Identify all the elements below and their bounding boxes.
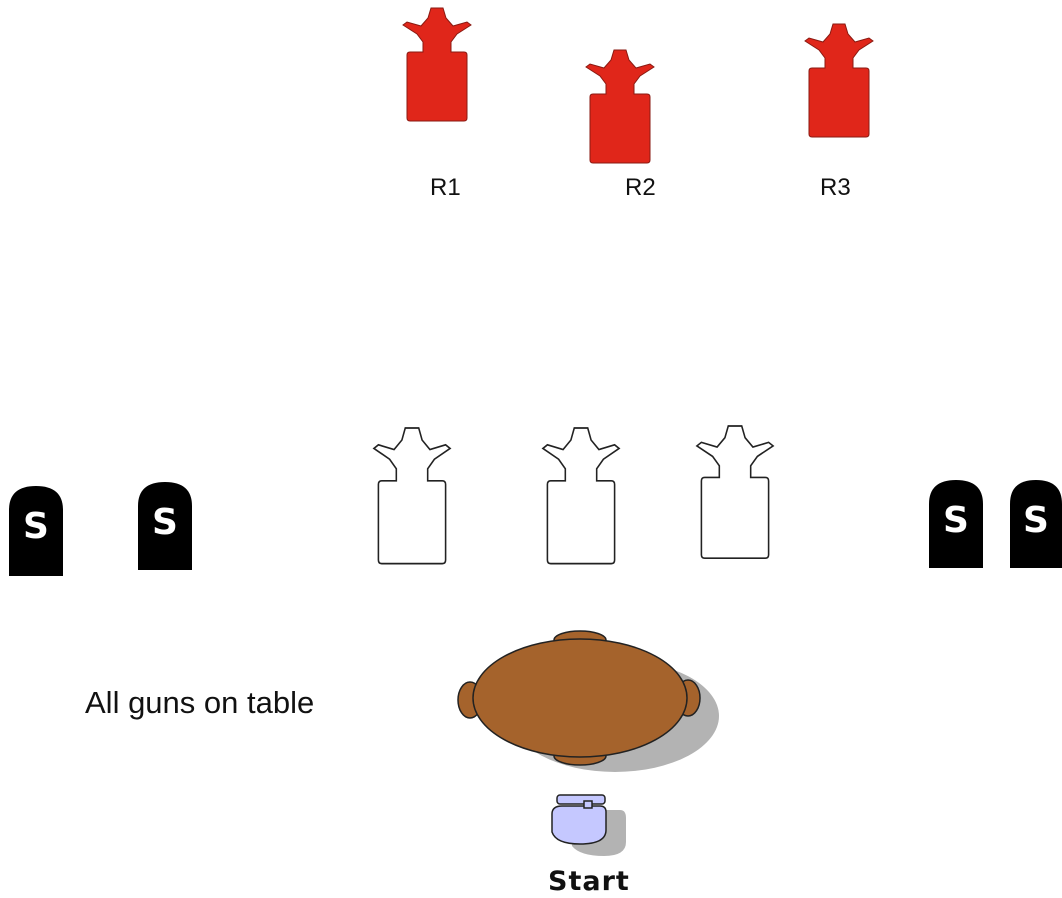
table-top (472, 638, 688, 758)
no-shoot-target-4: S (1010, 480, 1062, 568)
target-label-r2: R2 (625, 174, 656, 201)
target-label-r3: R3 (820, 174, 851, 201)
no-shoot-glyph: S (152, 502, 178, 543)
no-shoot-glyph: S (943, 500, 969, 541)
table-note: All guns on table (85, 685, 315, 720)
round-table-icon (457, 630, 719, 772)
no-shoot-target-3: S (929, 480, 983, 568)
white-target-2 (542, 427, 620, 565)
white-target-1 (373, 427, 451, 565)
no-shoot-glyph: S (23, 506, 49, 547)
target-label-r1: R1 (430, 174, 461, 201)
chair-icon (551, 794, 626, 856)
no-shoot-target-2: S (138, 482, 192, 570)
no-shoot-glyph: S (1023, 500, 1049, 541)
start-label: Start (548, 866, 630, 897)
white-target-3 (696, 425, 774, 560)
red-target-r1 (402, 7, 472, 122)
red-target-r2 (585, 49, 655, 164)
red-target-r3 (804, 23, 874, 138)
no-shoot-target-1: S (9, 486, 63, 576)
